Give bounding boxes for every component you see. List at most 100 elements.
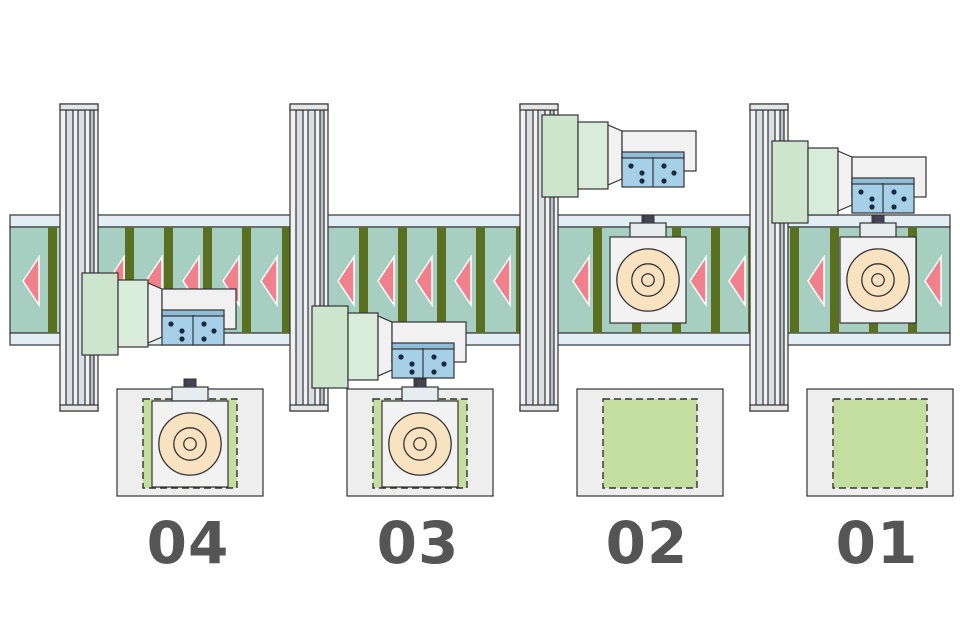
flow-arrow-icon [454, 254, 472, 308]
gripper-bolt [869, 204, 875, 210]
conveyor-slat [830, 227, 839, 333]
gripper-bolt [398, 354, 404, 360]
conveyor-slat [437, 227, 446, 333]
arm-joint [771, 140, 809, 224]
gripper-bolt [201, 321, 207, 327]
conveyor-slat [593, 227, 602, 333]
arm-shoulder [377, 315, 393, 377]
conveyor-top-rail [9, 214, 951, 228]
flow-arrow-icon [377, 254, 395, 308]
conveyor-slat [476, 227, 485, 333]
stand-rail [295, 109, 304, 406]
conveyor-slat [242, 227, 251, 333]
station-01 [749, 103, 954, 497]
stand-base [289, 404, 329, 412]
stand-cap [519, 103, 559, 111]
arm-joint-collar [347, 312, 379, 381]
flow-arrow-icon [807, 254, 825, 308]
connector-icon [643, 214, 655, 223]
gripper-bolt [671, 170, 677, 176]
gripper-bolt [179, 328, 185, 334]
placement-tray [576, 388, 724, 497]
robot-stand [59, 103, 99, 412]
gripper-bolt [628, 163, 634, 169]
stand-base [749, 404, 789, 412]
gripper-bolt [441, 361, 447, 367]
conveyor-slat [711, 227, 720, 333]
arm-shoulder [837, 150, 853, 212]
stand-rail [755, 109, 764, 406]
step-label-02: 02 [605, 509, 689, 577]
arm-joint-collar [807, 147, 839, 216]
product-plug-mount [859, 222, 897, 238]
flow-arrow-icon [924, 254, 942, 308]
gripper-bolt [211, 328, 217, 334]
placement-tray [116, 378, 264, 497]
gripper-bolt [869, 196, 875, 202]
conveyor-slat [164, 227, 173, 333]
gripper-bolt [891, 204, 897, 210]
connector-icon [415, 378, 427, 387]
product-disc-center [871, 273, 885, 287]
arm-shoulder [147, 282, 163, 344]
stand-rail [89, 109, 95, 406]
placement-tray [346, 378, 494, 497]
connector-icon [873, 214, 885, 223]
gripper-bolt [891, 189, 897, 195]
arm-joint [541, 114, 579, 198]
gripper-bolt [901, 196, 907, 202]
product-disc-center [183, 437, 197, 451]
gripper-bolt [201, 336, 207, 342]
product [381, 378, 459, 488]
placement-tray [806, 388, 954, 497]
station-03 [289, 103, 494, 497]
conveyor-slat [359, 227, 368, 333]
step-label-04: 04 [146, 509, 230, 577]
step-label-03: 03 [376, 509, 460, 577]
gripper-bolt [409, 361, 415, 367]
robot-arm [771, 140, 927, 224]
robot-arm [311, 305, 467, 389]
arm-joint-collar [117, 279, 149, 348]
flow-arrow-icon [260, 254, 278, 308]
arm-joint-collar [577, 121, 609, 190]
arm-joint [81, 272, 119, 356]
stand-base [59, 404, 99, 412]
conveyor-slat [48, 227, 57, 333]
flow-arrow-icon [415, 254, 433, 308]
gripper-bolt [431, 369, 437, 375]
flow-arrow-icon [572, 254, 590, 308]
product-disc-center [413, 437, 427, 451]
arm-joint [311, 305, 349, 389]
flow-arrow-icon [22, 254, 40, 308]
conveyor-slat [282, 227, 291, 333]
gripper-bolt [179, 336, 185, 342]
tray-target-area [602, 398, 698, 489]
stand-rail [525, 109, 534, 406]
product-plug-mount [171, 386, 209, 402]
flow-arrow-icon [493, 254, 511, 308]
robot-arm [81, 272, 237, 356]
gripper-bolt [858, 189, 864, 195]
stand-rail [77, 109, 86, 406]
conveyor-slat [790, 227, 799, 333]
gripper-bolt [639, 178, 645, 184]
tray-target-area [832, 398, 928, 489]
connector-icon [185, 378, 197, 387]
gripper-bolt [661, 163, 667, 169]
arm-shoulder [607, 124, 623, 186]
gripper-bolt [431, 354, 437, 360]
station-04 [59, 103, 264, 497]
robot-stand [519, 103, 559, 412]
product [609, 214, 687, 324]
flow-arrow-icon [728, 254, 746, 308]
gripper-bolt [168, 321, 174, 327]
stand-cap [289, 103, 329, 111]
conveyor-slat [398, 227, 407, 333]
gripper-bolt [409, 369, 415, 375]
stand-base [519, 404, 559, 412]
gripper-bolt [661, 178, 667, 184]
product [839, 214, 917, 324]
step-label-01: 01 [835, 509, 919, 577]
